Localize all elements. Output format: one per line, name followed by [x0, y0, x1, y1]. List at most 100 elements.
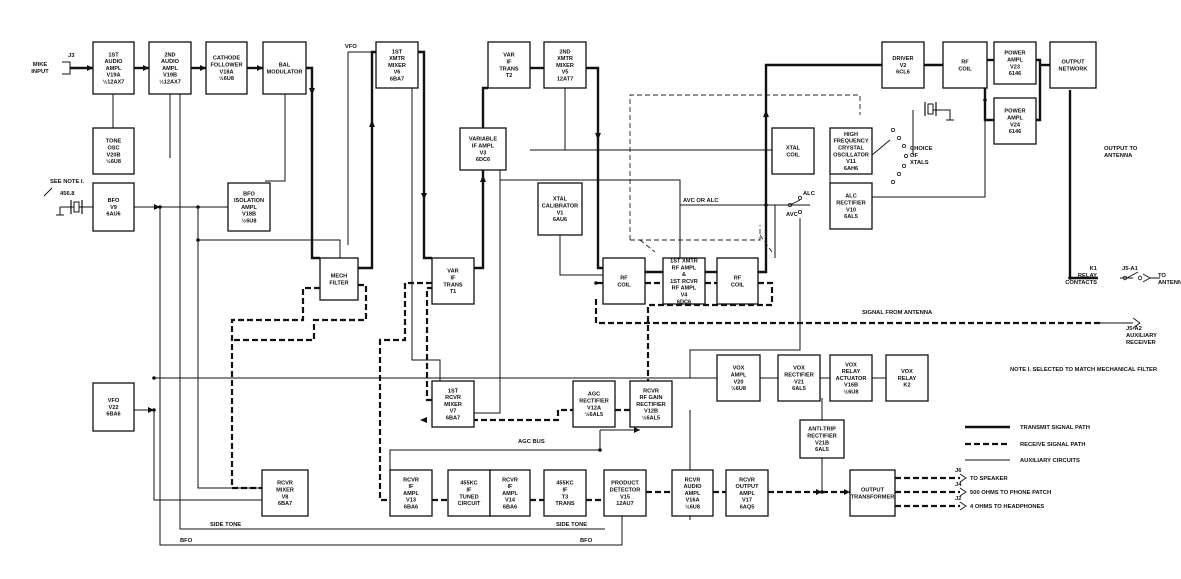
- block-label-line: RELAY: [842, 369, 861, 375]
- block-label-line: MIXER: [556, 63, 574, 69]
- block-box: [389, 469, 433, 517]
- block-label-line: ANTI-TRIP: [808, 427, 836, 433]
- block-label-line: RF GAIN: [640, 395, 663, 401]
- block-box: [849, 469, 896, 517]
- block-label-line: ALC: [845, 194, 857, 200]
- block-label-line: AMPL: [106, 66, 122, 72]
- block-label-line: V2: [900, 63, 907, 69]
- j4-label: J4: [955, 482, 962, 488]
- block-box: [942, 41, 988, 89]
- block-label-line: 1ST XMTR: [670, 259, 698, 265]
- block-box: [92, 41, 135, 95]
- block-label-line: ½6U8: [731, 385, 746, 392]
- block-label-line: AMPL: [739, 491, 755, 497]
- block-label-line: 6AL5: [844, 214, 858, 220]
- block-box: [671, 469, 714, 517]
- block-label-line: 6BA6: [404, 505, 418, 511]
- block-label-line: 1ST: [448, 388, 459, 394]
- block-label-line: V16A: [686, 498, 700, 504]
- signal-from-antenna-label: SIGNAL FROM ANTENNA: [862, 310, 933, 316]
- block-label-line: 2ND: [164, 52, 175, 58]
- block-label-line: VOX: [793, 366, 805, 372]
- block-label-line: RCVR: [403, 477, 419, 483]
- block-label-line: POWER: [1004, 51, 1025, 57]
- block-label-line: T3: [562, 494, 569, 500]
- block-label-line: AMPL: [403, 491, 419, 497]
- block-label-line: K2: [903, 383, 910, 389]
- block-label-line: AMPL: [731, 373, 747, 379]
- block-label-line: TONE: [106, 139, 122, 145]
- block-label-line: V8: [282, 494, 289, 500]
- block-label-line: RECTIFIER: [579, 399, 609, 405]
- block-label-line: V19A: [107, 73, 121, 79]
- legend-transmit-label: TRANSMIT SIGNAL PATH: [1020, 425, 1090, 431]
- block-label-line: CIRCUIT: [458, 501, 481, 507]
- avc-alc-switch-icon: [788, 195, 803, 214]
- block-label-line: TUNED: [459, 494, 478, 500]
- block-label-line: V10: [846, 207, 856, 213]
- block-box: [799, 419, 845, 459]
- mike-jack-icon: [62, 61, 71, 75]
- block-label-line: T2: [506, 73, 513, 79]
- vfo-line-label: VFO: [345, 44, 357, 50]
- xtal-feedback-outline: [629, 94, 861, 253]
- block-box: [487, 41, 531, 89]
- bfo-bottom-2-label: BFO: [580, 538, 593, 544]
- block-label-line: 6AQ5: [740, 505, 755, 511]
- block-label-line: 6BA6: [106, 412, 120, 418]
- block-box: [602, 257, 646, 305]
- side-tone-1-label: SIDE TONE: [210, 522, 241, 528]
- block-label-line: V13: [406, 498, 416, 504]
- block-label-line: ½6U8: [219, 75, 234, 82]
- block-label-line: IF AMPL: [472, 144, 495, 150]
- block-label-line: V15: [620, 494, 630, 500]
- block-label-line: IF: [563, 488, 569, 494]
- block-box: [205, 41, 248, 95]
- block-label-line: RCVR: [277, 481, 293, 487]
- block-label-line: 6AU6: [553, 217, 567, 223]
- block-box: [829, 354, 873, 402]
- crystal-filter-icon: [43, 187, 83, 216]
- block-label-line: V21: [794, 379, 804, 385]
- block-label-line: 6AL5: [815, 447, 829, 453]
- block-label-line: RCVR: [685, 477, 701, 483]
- phone-patch-label: 500 OHMS TO PHONE PATCH: [970, 490, 1051, 496]
- block-label-line: POWER: [1004, 109, 1025, 115]
- block-box: [261, 469, 309, 517]
- block-label-line: VOX: [733, 366, 745, 372]
- block-box: [716, 354, 761, 402]
- block-box: [262, 41, 307, 95]
- block-box: [629, 380, 673, 428]
- block-box: [777, 354, 821, 402]
- filter-freq-label: 456.8: [60, 191, 75, 197]
- block-label-line: DETECTOR: [610, 488, 641, 494]
- block-label-line: COIL: [958, 66, 972, 72]
- block-box: [92, 382, 135, 432]
- block-label-line: V20: [734, 379, 744, 385]
- block-label-line: 6146: [1009, 129, 1021, 135]
- block-label-line: 6DC6: [476, 157, 490, 163]
- block-label-line: ½6AL5: [642, 415, 660, 422]
- block-label-line: RF AMPL: [672, 286, 697, 292]
- block-label-line: OSCILLATOR: [833, 152, 869, 158]
- block-label-line: VOX: [901, 369, 913, 375]
- block-box: [993, 97, 1037, 145]
- block-label-line: TRANS: [499, 66, 519, 72]
